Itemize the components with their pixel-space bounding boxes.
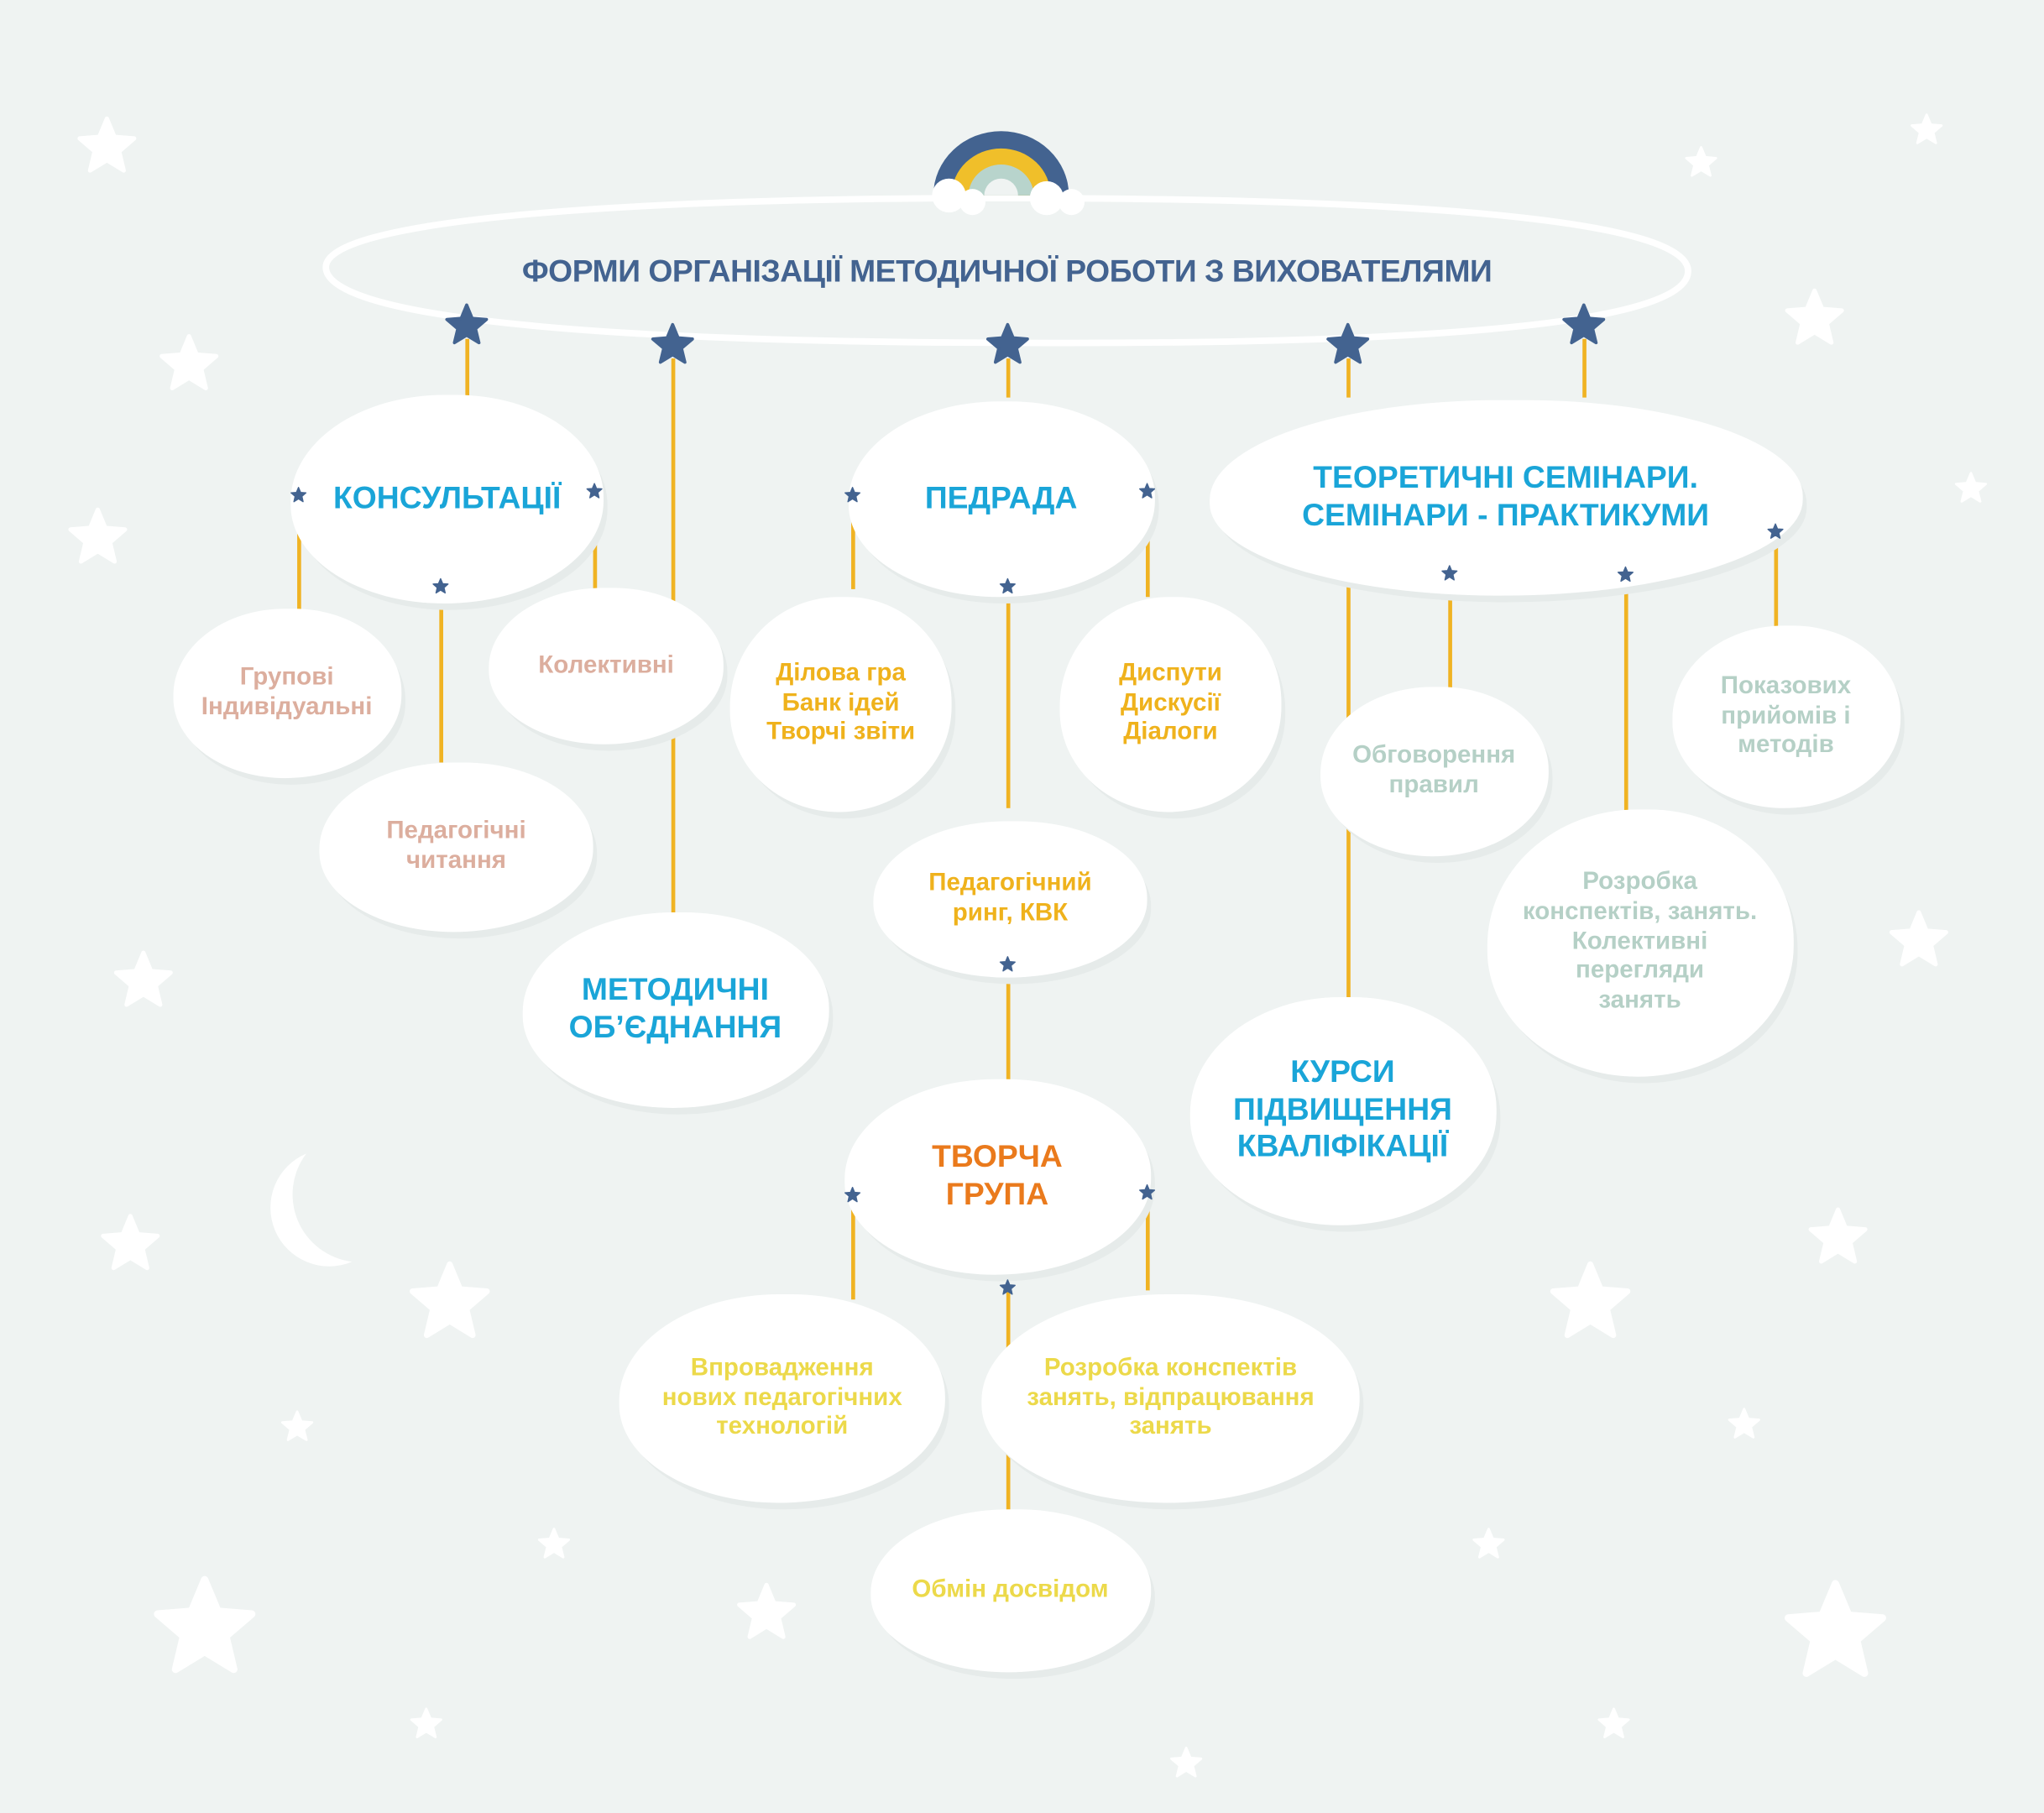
connector-line (850, 1195, 855, 1300)
node-dilova-hra: Ділова гра Банк ідей Творчі звіти (729, 596, 952, 812)
node-label: Розробка конспектів, занять. Колективні … (1522, 868, 1758, 1015)
node-tvorcha-hrupa: ТВОРЧА ГРУПА (844, 1079, 1151, 1275)
node-kursy: КУРСИ ПІДВИЩЕННЯ КВАЛІФІКАЦІЇ (1189, 996, 1496, 1225)
cloud-icon (959, 189, 985, 216)
connector-line (1145, 1192, 1149, 1291)
connector-line (1006, 586, 1010, 808)
background-star-icon (101, 1214, 160, 1271)
node-label: Показових прийомів і методів (1720, 671, 1852, 760)
connector-line (850, 495, 855, 589)
background-star-icon (1808, 1207, 1868, 1264)
node-label: Обмін досвідом (912, 1575, 1109, 1603)
node-seminary: ТЕОРЕТИЧНІ СЕМІНАРИ. СЕМІНАРИ - ПРАКТИКУ… (1209, 400, 1802, 596)
connector-line (296, 495, 301, 613)
background-star-icon (1954, 472, 1988, 503)
connector-line (1581, 338, 1587, 398)
node-label: Педагогічні читання (386, 817, 526, 875)
node-obhovorennia: Обговорення правил (1320, 687, 1549, 857)
node-label: Обговорення правил (1352, 741, 1516, 799)
node-label: КОНСУЛЬТАЦІЇ (333, 480, 562, 516)
node-ped-ring: Педагогічний ринг, КВК (873, 821, 1147, 978)
node-pedrada: ПЕДРАДА (848, 401, 1155, 598)
node-label: МЕТОДИЧНІ ОБ’ЄДНАННЯ (568, 972, 782, 1046)
connector-line (1006, 964, 1010, 1082)
node-label: Педагогічний ринг, КВК (928, 870, 1092, 927)
node-label: Колективні (538, 650, 674, 679)
node-metod-obiednannia: МЕТОДИЧНІ ОБ’ЄДНАННЯ (521, 912, 829, 1108)
background-star-icon (113, 950, 173, 1007)
node-label: Диспути Дискусії Діалоги (1119, 659, 1222, 746)
connector-line (1773, 531, 1778, 633)
background-star-icon (1170, 1747, 1203, 1778)
background-star-icon (159, 334, 219, 391)
connector-line (1447, 573, 1452, 692)
connector-line (438, 586, 443, 763)
node-rozrobka-sem: Розробка конспектів, занять. Колективні … (1487, 808, 1794, 1076)
node-label: Ділова гра Банк ідей Творчі звіти (766, 659, 916, 746)
node-label: ТЕОРЕТИЧНІ СЕМІНАРИ. СЕМІНАРИ - ПРАКТИКУ… (1302, 460, 1710, 534)
node-label: Впровадження нових педагогічних технолог… (661, 1354, 902, 1441)
background-star-icon (280, 1410, 314, 1441)
node-grupovi: Групові Індивідуальні (172, 609, 401, 779)
background-star-icon (409, 1261, 490, 1339)
connector-line (1346, 358, 1351, 398)
node-vprovadzhennia: Впровадження нових педагогічних технолог… (619, 1294, 945, 1503)
background-star-icon (1785, 288, 1844, 345)
node-rozrobka-tg: Розробка конспектів занять, відпрацюванн… (981, 1294, 1360, 1503)
background-star-icon (77, 116, 137, 173)
background-star-icon (1889, 910, 1948, 967)
background-star-icon (1550, 1261, 1631, 1339)
background-star-icon (1728, 1408, 1760, 1439)
node-label: ТВОРЧА ГРУПА (932, 1139, 1063, 1213)
node-label: ПЕДРАДА (924, 480, 1078, 516)
background-star-icon (1597, 1707, 1630, 1738)
moon-icon (270, 1153, 353, 1267)
background-star-icon (1911, 113, 1943, 144)
connector-line (592, 491, 597, 589)
background-star-icon (410, 1707, 442, 1738)
connector-line (1006, 358, 1010, 398)
node-label: КУРСИ ПІДВИЩЕННЯ КВАЛІФІКАЦІЇ (1233, 1053, 1452, 1165)
node-konsultatsii: КОНСУЛЬТАЦІЇ (290, 394, 604, 603)
node-label: Розробка конспектів занять, відпрацюванн… (1027, 1354, 1315, 1441)
background-star-icon (1472, 1528, 1505, 1559)
background-star-icon (1784, 1580, 1886, 1677)
node-dysputy: Диспути Дискусії Діалоги (1059, 596, 1282, 812)
node-ped-chytannia: Педагогічні читання (319, 762, 593, 933)
background-star-icon (68, 507, 128, 564)
cloud-icon (932, 178, 966, 213)
connector-line (1623, 574, 1628, 815)
node-pokazovykh: Показових прийомів і методів (1671, 625, 1900, 808)
node-obmin: Обмін досвідом (870, 1508, 1151, 1672)
cloud-icon (1058, 189, 1085, 216)
background-star-icon (1685, 146, 1717, 177)
connector-line (1145, 491, 1149, 598)
diagram-title: ФОРМИ ОРГАНІЗАЦІЇ МЕТОДИЧНОЇ РОБОТИ З ВИ… (521, 253, 1492, 290)
connector-line (464, 338, 469, 398)
node-label: Групові Індивідуальні (201, 663, 373, 721)
background-star-icon (737, 1582, 797, 1639)
node-kolektyvni: Колективні (489, 588, 724, 745)
cloud-icon (1029, 180, 1064, 216)
background-star-icon (154, 1575, 256, 1674)
background-star-icon (537, 1528, 571, 1559)
